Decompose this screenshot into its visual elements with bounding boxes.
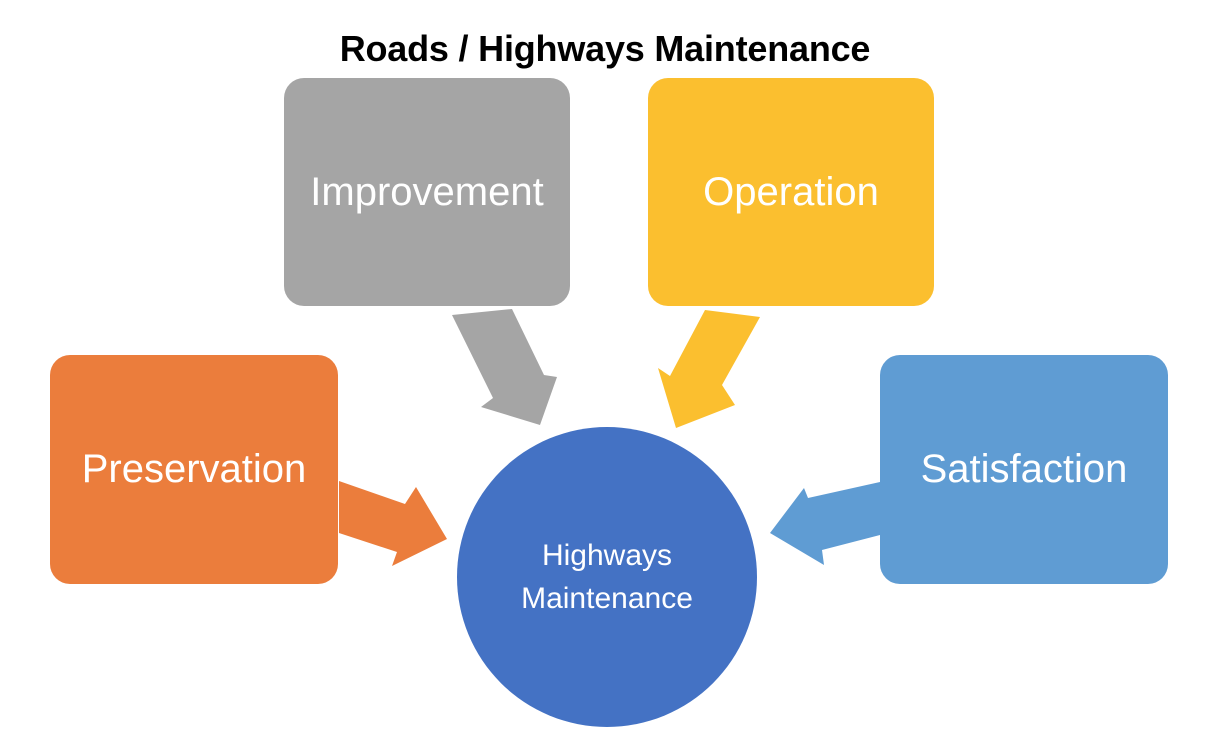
- hub-highways-maintenance: Highways Maintenance: [457, 427, 757, 727]
- arrow-improvement-to-hub: [452, 309, 557, 425]
- arrow-preservation-to-hub: [339, 481, 447, 566]
- box-satisfaction: Satisfaction: [880, 355, 1168, 584]
- box-satisfaction-label: Satisfaction: [920, 447, 1128, 491]
- box-preservation-label: Preservation: [81, 447, 307, 491]
- hub-label-line2: Maintenance: [521, 582, 693, 615]
- box-operation: Operation: [648, 78, 934, 306]
- hub-label-line1: Highways: [541, 538, 673, 572]
- box-preservation: Preservation: [50, 355, 338, 584]
- box-operation-label: Operation: [703, 169, 879, 214]
- diagram-title: Roads / Highways Maintenance: [339, 28, 871, 69]
- arrow-operation-to-hub: [658, 310, 760, 428]
- arrow-satisfaction-to-hub: [770, 482, 880, 565]
- box-improvement: Improvement: [284, 78, 570, 306]
- box-improvement-label: Improvement: [310, 169, 544, 214]
